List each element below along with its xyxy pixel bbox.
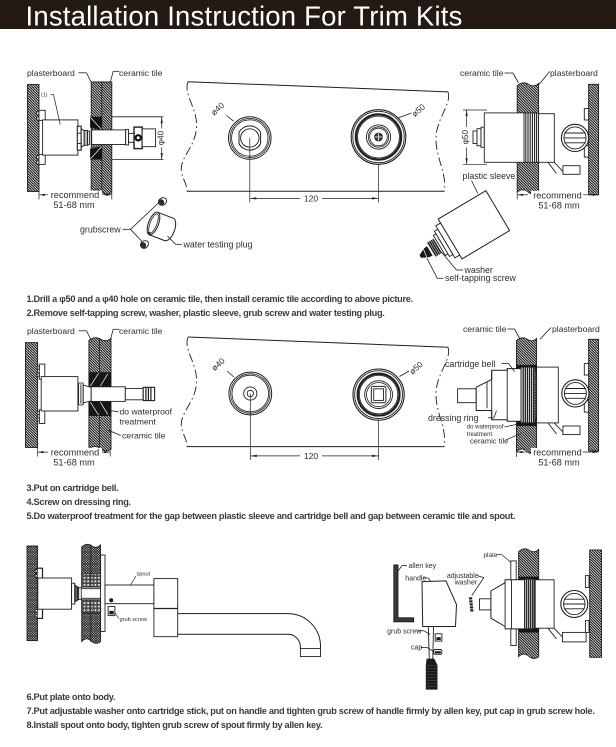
- svg-text:washer: washer: [454, 580, 478, 587]
- svg-text:dressing ring: dressing ring: [428, 413, 478, 423]
- svg-text:recommend: recommend: [533, 190, 582, 200]
- svg-text:plasterboard: plasterboard: [552, 324, 600, 334]
- svg-text:4.Screw on dressing ring.: 4.Screw on dressing ring.: [27, 497, 131, 507]
- svg-text:grub screw: grub screw: [120, 617, 148, 623]
- svg-text:cap: cap: [411, 645, 422, 652]
- svg-text:6.Put plate onto body.: 6.Put plate onto body.: [27, 692, 116, 702]
- svg-text:7.Put adjustable washer onto c: 7.Put adjustable washer onto cartridge s…: [27, 706, 595, 716]
- svg-text:51-68 mm: 51-68 mm: [53, 200, 95, 210]
- svg-text:(1): (1): [41, 93, 48, 99]
- svg-text:treatment: treatment: [120, 417, 157, 427]
- svg-text:spout: spout: [137, 571, 151, 577]
- svg-text:self-tapping screw: self-tapping screw: [445, 273, 517, 283]
- svg-text:washer: washer: [464, 265, 493, 275]
- svg-text:plate: plate: [484, 552, 498, 559]
- svg-text:5.Do waterproof treatment for: 5.Do waterproof treatment for the gap be…: [27, 511, 516, 521]
- svg-text:ceramic tile: ceramic tile: [119, 68, 163, 78]
- svg-text:plastic sleeve: plastic sleeve: [463, 171, 516, 181]
- svg-text:plasterboard: plasterboard: [550, 68, 598, 78]
- svg-text:120: 120: [304, 451, 319, 461]
- svg-text:recommend: recommend: [51, 190, 100, 200]
- svg-text:do waterproof: do waterproof: [467, 425, 504, 431]
- svg-text:51-68 mm: 51-68 mm: [538, 200, 580, 210]
- svg-text:ceramic tile: ceramic tile: [119, 326, 163, 336]
- svg-text:120: 120: [304, 194, 319, 204]
- svg-text:recommend: recommend: [51, 447, 100, 457]
- svg-text:grub screw: grub screw: [387, 629, 422, 636]
- svg-text:51-68 mm: 51-68 mm: [53, 458, 95, 468]
- svg-text:treatment: treatment: [467, 432, 493, 438]
- svg-text:grubscrew: grubscrew: [80, 225, 121, 235]
- svg-text:ceramic tile: ceramic tile: [460, 68, 504, 78]
- svg-text:ceramic tile: ceramic tile: [463, 324, 507, 334]
- svg-text:φ40: φ40: [156, 130, 165, 145]
- svg-text:plasterboard: plasterboard: [27, 68, 75, 78]
- svg-text:allen key: allen key: [409, 563, 437, 570]
- svg-text:3.Put on cartridge bell.: 3.Put on cartridge bell.: [27, 483, 119, 493]
- svg-text:8.Install spout onto body, tig: 8.Install spout onto body, tighten grub …: [27, 720, 323, 730]
- svg-text:Installation Instruction For T: Installation Instruction For Trim Kits: [26, 1, 463, 32]
- svg-text:do waterproof: do waterproof: [120, 407, 173, 417]
- svg-text:recommend: recommend: [533, 447, 582, 457]
- svg-text:handle: handle: [405, 575, 426, 582]
- svg-text:1.Drill a φ50 and a φ40 hole o: 1.Drill a φ50 and a φ40 hole on ceramic …: [27, 294, 413, 304]
- svg-text:ceramic tile: ceramic tile: [122, 431, 166, 441]
- svg-text:2.Remove self-tapping screw, w: 2.Remove self-tapping screw, washer, pla…: [27, 308, 385, 318]
- svg-text:ceramic tile: ceramic tile: [470, 437, 508, 446]
- svg-text:adjustable: adjustable: [447, 573, 479, 580]
- svg-text:plasterboard: plasterboard: [27, 326, 75, 336]
- svg-text:cartridge bell: cartridge bell: [445, 359, 495, 369]
- svg-text:water testing plug: water testing plug: [183, 240, 253, 250]
- svg-text:φ50: φ50: [461, 130, 470, 145]
- svg-text:51-68 mm: 51-68 mm: [538, 458, 580, 468]
